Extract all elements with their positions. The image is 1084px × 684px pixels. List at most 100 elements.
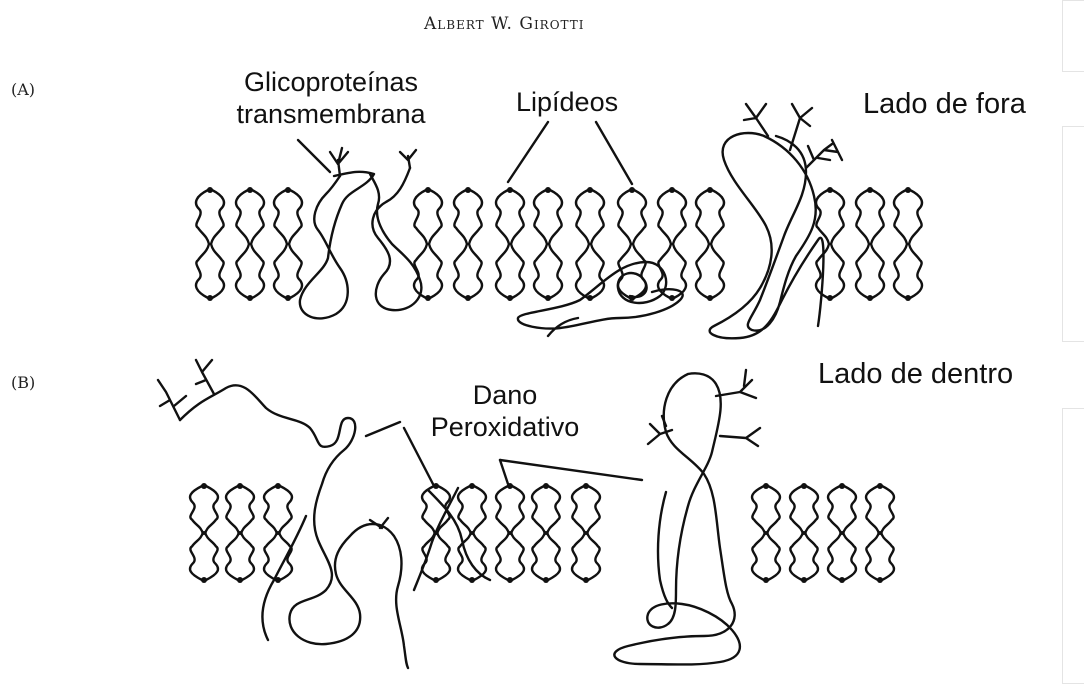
lipid-b-lower-1 — [190, 532, 218, 580]
glycoproteins-label-line2: transmembrana — [211, 98, 451, 130]
lipid-a-upper-5-head — [465, 187, 471, 193]
lipid-b-upper-3-head — [275, 483, 281, 489]
lipid-b-lower-3-head — [275, 577, 281, 583]
lipid-b-upper-4-head — [433, 483, 439, 489]
lipid-a-lower-7-head — [545, 295, 551, 301]
lipid-a-lower-12 — [816, 244, 844, 298]
lipid-a-lower-12-head — [827, 295, 833, 301]
lipid-b-upper-2-head — [237, 483, 243, 489]
glycoprotein-a-2-branch — [400, 150, 416, 168]
lipid-a-lower-5 — [454, 244, 482, 298]
lipids-pointer-2 — [596, 122, 632, 184]
damage-label: Dano Peroxidativo — [417, 379, 593, 443]
lipid-a-upper-1 — [196, 190, 224, 244]
lipid-a-upper-4 — [414, 190, 442, 244]
lipid-a-upper-7 — [534, 190, 562, 244]
lipid-a-upper-8 — [576, 190, 604, 244]
lipid-b-lower-5-head — [469, 577, 475, 583]
lipid-a-lower-7 — [534, 244, 562, 298]
lipid-a-lower-14-head — [905, 295, 911, 301]
lipid-a-lower-5-head — [465, 295, 471, 301]
lipid-b-lower-7-head — [543, 577, 549, 583]
lipid-a-lower-8 — [576, 244, 604, 298]
lipid-a-lower-1-head — [207, 295, 213, 301]
lipid-a-lower-13 — [856, 244, 884, 298]
lipid-b-lower-7 — [532, 532, 560, 580]
lipid-a-lower-1 — [196, 244, 224, 298]
lipid-b-lower-10 — [790, 532, 818, 580]
lipid-a-upper-10-head — [669, 187, 675, 193]
glycoproteins-label: Glicoproteínas transmembrana — [211, 66, 451, 130]
lipid-b-upper-11-head — [839, 483, 845, 489]
glycoprotein-b-2-lower — [658, 492, 672, 608]
lipid-a-lower-6 — [496, 244, 524, 298]
lipid-b-upper-9 — [752, 486, 780, 534]
lipid-b-upper-5 — [458, 486, 486, 534]
lipid-b-upper-7 — [532, 486, 560, 534]
lipid-b-lower-12-head — [877, 577, 883, 583]
lipid-b-lower-2 — [226, 532, 254, 580]
lipid-a-upper-6-head — [507, 187, 513, 193]
lipid-a-upper-12 — [816, 190, 844, 244]
lipid-a-lower-11-head — [707, 295, 713, 301]
lipid-b-lower-6-head — [507, 577, 513, 583]
lipid-b-upper-8-head — [583, 483, 589, 489]
lipid-b-upper-6 — [496, 486, 524, 534]
lipid-a-lower-10-head — [669, 295, 675, 301]
glycoprotein-b-1 — [180, 385, 408, 668]
lipid-b-upper-6-head — [507, 483, 513, 489]
lipid-b-upper-10-head — [801, 483, 807, 489]
lipid-a-upper-6 — [496, 190, 524, 244]
lipid-a-lower-3 — [274, 244, 302, 298]
lipid-a-upper-1-head — [207, 187, 213, 193]
lipid-b-upper-12 — [866, 486, 894, 534]
lipid-a-upper-2-head — [247, 187, 253, 193]
lipid-a-upper-14-head — [905, 187, 911, 193]
damage-label-line1: Dano — [417, 379, 593, 411]
lipid-a-upper-4-head — [425, 187, 431, 193]
lipid-a-upper-3-head — [285, 187, 291, 193]
lipids-pointer-1 — [508, 122, 548, 182]
lipid-a-lower-11 — [696, 244, 724, 298]
lipid-a-upper-11-head — [707, 187, 713, 193]
lipid-b-lower-2-head — [237, 577, 243, 583]
lipid-a-lower-4-head — [425, 295, 431, 301]
lipid-a-upper-13-head — [867, 187, 873, 193]
lipid-a-lower-3-head — [285, 295, 291, 301]
lipid-a-upper-13 — [856, 190, 884, 244]
lipid-a-lower-9-head — [629, 295, 635, 301]
panel-label-a: (A) — [11, 80, 35, 99]
lipid-a-upper-10 — [658, 190, 686, 244]
lipid-b-upper-12-head — [877, 483, 883, 489]
lipid-b-lower-12 — [866, 532, 894, 580]
lipid-b-lower-11-head — [839, 577, 845, 583]
lipid-a-upper-3 — [274, 190, 302, 244]
lipid-b-upper-1-head — [201, 483, 207, 489]
lipid-b-upper-7-head — [543, 483, 549, 489]
lipid-b-upper-8 — [572, 486, 600, 534]
lipid-b-upper-5-head — [469, 483, 475, 489]
lipid-a-lower-2 — [236, 244, 264, 298]
lipid-b-lower-1-head — [201, 577, 207, 583]
lipid-a-upper-14 — [894, 190, 922, 244]
lipid-a-lower-9 — [618, 244, 646, 298]
lipid-a-upper-7-head — [545, 187, 551, 193]
lipid-b-upper-3 — [264, 486, 292, 534]
lipid-b-upper-10 — [790, 486, 818, 534]
lipid-a-lower-6-head — [507, 295, 513, 301]
lipid-b-lower-11 — [828, 532, 856, 580]
glycoprotein-b-2 — [614, 373, 740, 664]
damage-pointer-1 — [366, 422, 400, 436]
lipid-a-lower-13-head — [867, 295, 873, 301]
lipid-b-lower-6 — [496, 532, 524, 580]
lipid-a-upper-8-head — [587, 187, 593, 193]
lipid-b-lower-8 — [572, 532, 600, 580]
lipid-a-upper-9-head — [629, 187, 635, 193]
lipid-a-lower-8-head — [587, 295, 593, 301]
glycoprotein-a-3 — [710, 133, 824, 338]
lipids-label: Lipídeos — [516, 86, 618, 118]
glycoprotein-a-1 — [300, 172, 374, 319]
lipid-a-upper-2 — [236, 190, 264, 244]
author-header: Albert W. Girotti — [424, 14, 585, 34]
lipid-a-lower-2-head — [247, 295, 253, 301]
